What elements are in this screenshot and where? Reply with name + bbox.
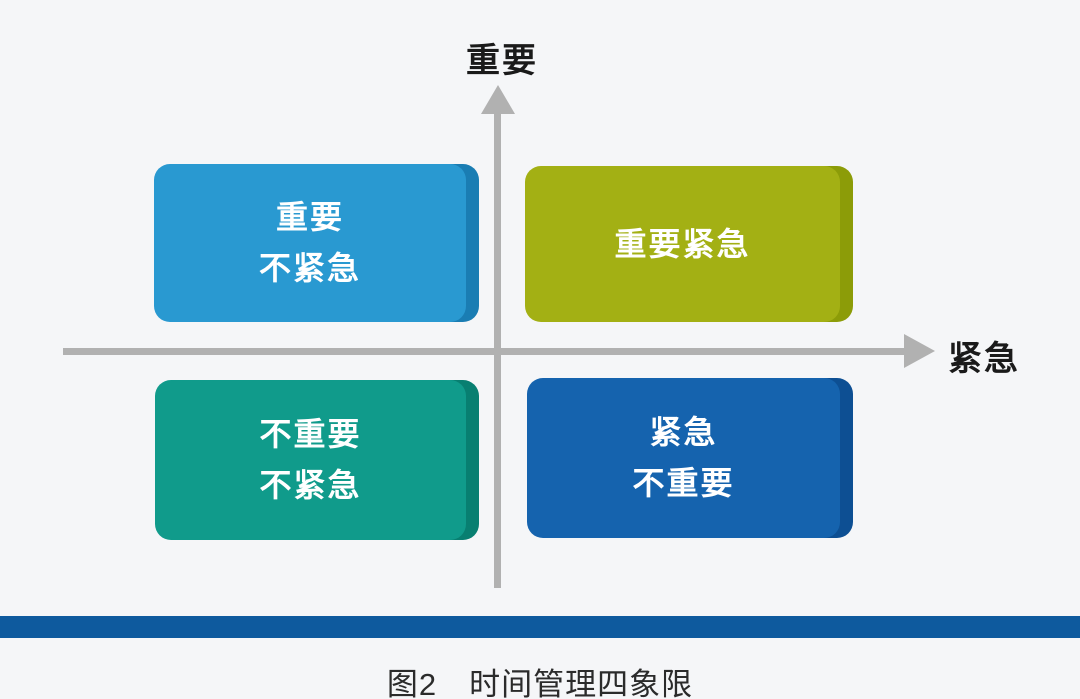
x-axis-label: 紧急 — [948, 340, 1020, 378]
quadrant-face: 重要紧急 — [525, 166, 840, 322]
quadrant-important-not-urgent: 重要 不紧急 — [154, 164, 479, 322]
quadrant-label-line: 不紧急 — [258, 250, 361, 286]
x-axis-line — [63, 348, 906, 355]
quadrant-label-line: 重要 — [275, 199, 344, 235]
quadrant-urgent-not-important: 紧急 不重要 — [527, 378, 853, 538]
x-axis-arrow-icon — [904, 334, 935, 368]
quadrant-label-line: 不紧急 — [259, 467, 362, 503]
quadrant-face: 不重要 不紧急 — [155, 380, 466, 540]
y-axis-label: 重要 — [466, 42, 538, 80]
quadrant-important-urgent: 重要紧急 — [525, 166, 853, 322]
quadrant-not-important-not-urgent: 不重要 不紧急 — [155, 380, 479, 540]
y-axis-line — [494, 106, 501, 588]
footer-divider-bar — [0, 616, 1080, 638]
quadrant-label-line: 不重要 — [632, 465, 735, 501]
figure-caption: 图2 时间管理四象限 — [386, 667, 694, 699]
quadrant-face: 紧急 不重要 — [527, 378, 840, 538]
quadrant-label-line: 不重要 — [259, 416, 362, 452]
quadrant-label-line: 紧急 — [649, 414, 718, 450]
quadrant-label-line: 重要紧急 — [614, 225, 751, 262]
quadrant-face: 重要 不紧急 — [154, 164, 466, 322]
